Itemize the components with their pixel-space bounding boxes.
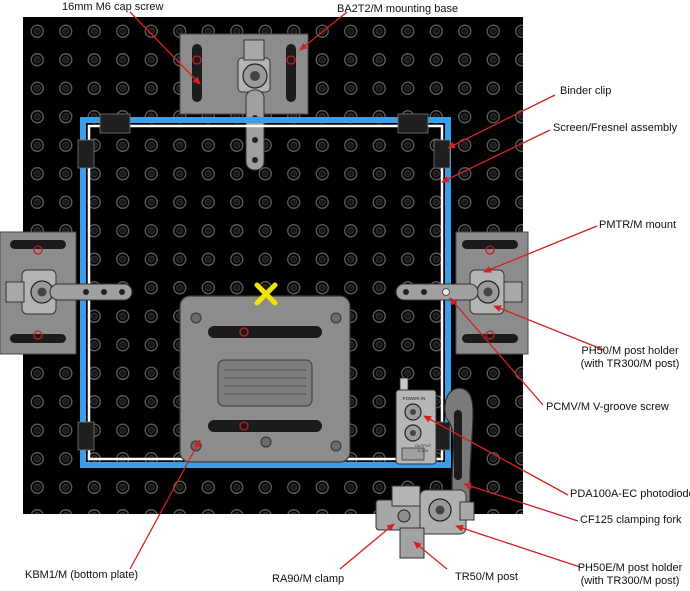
post-holder-ph50e	[419, 489, 475, 535]
detector-power-label: POWER IN	[403, 396, 426, 401]
label-ph50e-line1: PH50E/M post holder	[577, 562, 683, 574]
label-vgroove-screw: PCMV/M V-groove screw	[546, 401, 669, 413]
label-tr50-post: TR50/M post	[455, 571, 518, 583]
callout-arrow-photodiode	[423, 415, 569, 496]
callout-arrow-clamping-fork	[463, 482, 579, 522]
callout-arrow-pmtr-mount	[483, 225, 598, 273]
label-mounting-base: BA2T2/M mounting base	[337, 3, 459, 15]
callout-arrow-post-holder	[493, 305, 605, 351]
label-ph50e-line2: (with TR300/M post)	[580, 575, 680, 587]
label-post-holder: PH50/M post holder (with TR300/M post)	[574, 345, 686, 371]
callout-arrow-tr50	[413, 541, 448, 570]
right-post-holder	[395, 231, 529, 355]
callout-arrow-vgroove-screw	[449, 297, 544, 406]
callout-arrow-ph50e	[455, 524, 581, 568]
callout-arrow-kbm1	[129, 439, 201, 570]
detector-output-label: OUTPUT	[415, 443, 432, 448]
label-pmtr-mount: PMTR/M mount	[599, 219, 677, 231]
clamping-fork	[444, 387, 474, 506]
callout-arrow-binder-clip	[447, 94, 556, 149]
label-binder-clip: Binder clip	[560, 85, 612, 97]
detector-output-range: 0-10V	[418, 448, 429, 453]
label-ra90-clamp: RA90/M clamp	[272, 573, 345, 585]
photodiode-detector: POWER IN OUTPUT 0-10V	[395, 377, 437, 465]
binder-clips	[77, 113, 451, 451]
label-post-holder-line2: (with TR300/M post)	[580, 358, 680, 370]
label-ph50e: PH50E/M post holder (with TR300/M post)	[574, 562, 686, 588]
callout-arrow-ra90	[339, 523, 395, 570]
top-post-holder	[237, 39, 271, 171]
left-post-holder	[0, 231, 133, 355]
kinematic-base-plate	[179, 295, 351, 463]
label-photodiode: PDA100A-EC photodiode	[570, 488, 690, 500]
callout-arrow-cap-screw	[129, 11, 201, 85]
label-post-holder-line1: PH50/M post holder	[581, 345, 679, 357]
post-tr50	[399, 527, 425, 559]
mounting-base	[179, 33, 309, 115]
callout-arrows	[129, 11, 605, 570]
label-kbm1-plate: KBM1/M (bottom plate)	[25, 569, 139, 581]
callout-arrow-screen-assembly	[441, 129, 551, 183]
callout-arrow-mounting-base	[299, 11, 348, 51]
label-screen-assembly: Screen/Fresnel assembly	[553, 122, 678, 134]
label-cap-screw: 16mm M6 cap screw	[62, 1, 164, 13]
label-clamping-fork: CF125 clamping fork	[580, 514, 682, 526]
target-marker	[254, 282, 278, 306]
